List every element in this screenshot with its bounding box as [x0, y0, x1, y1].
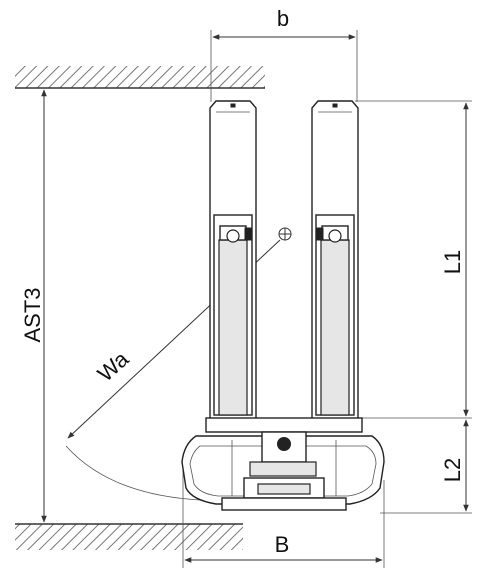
ast3-label: AST3	[20, 287, 45, 342]
big-b-label: B	[275, 532, 290, 557]
wa-label: Wa	[93, 346, 134, 387]
l1-dimension: L1	[355, 100, 472, 514]
l2-dimension: L2	[440, 419, 469, 512]
bottom-wall	[15, 523, 243, 550]
right-fork	[311, 100, 359, 421]
b-dimension: b	[210, 6, 358, 102]
truck-chassis	[181, 417, 385, 511]
b-label: b	[277, 6, 289, 31]
left-fork	[209, 100, 257, 421]
l2-label: L2	[440, 458, 465, 482]
top-wall	[15, 66, 265, 89]
big-b-dimension: B	[182, 470, 385, 568]
ast3-dimension: AST3	[20, 89, 47, 523]
l1-label: L1	[440, 250, 465, 274]
